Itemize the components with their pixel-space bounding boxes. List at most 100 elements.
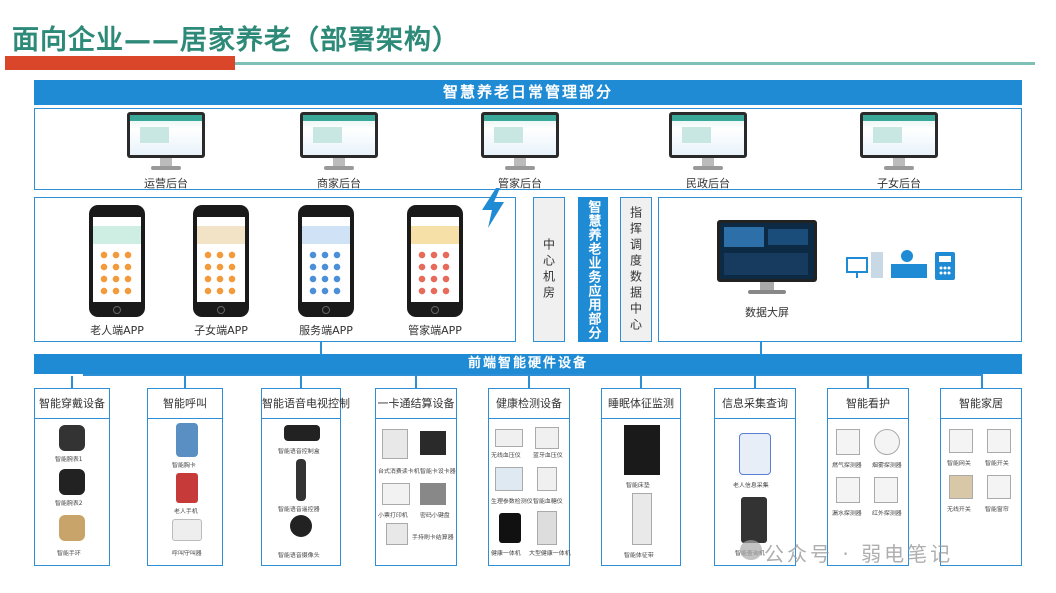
remote-icon (296, 459, 306, 501)
set-top-box-icon (284, 425, 320, 441)
sensor-band-icon (632, 493, 652, 545)
backend-civil-affairs: 民政后台 (665, 112, 755, 190)
category-sleep: 睡眠体征监测 智能床垫 智能体征带 (601, 388, 681, 566)
lightning-icon (482, 188, 504, 228)
phone-icon (176, 473, 198, 503)
category-info-query: 信息采集查询 老人信息采集 智能查询机 (714, 388, 796, 566)
dashboard-panel (658, 197, 1022, 342)
category-voice-tv: 智能语音电视控制 智能语音控制盒 智能语音遥控器 智能语音摄像头 (261, 388, 350, 566)
backend-children: 子女后台 (856, 112, 946, 190)
command-center: 指挥调度数据中心 (620, 197, 652, 342)
management-header-bar: 智慧养老日常管理部分 (34, 80, 1022, 105)
category-title: 一卡通结算设备 (376, 389, 456, 419)
app-label-steward: 管家端APP (408, 324, 462, 337)
bp-meter-icon (535, 427, 559, 449)
card-writer-icon (420, 431, 446, 455)
monitor-icon (300, 112, 378, 158)
category-title: 智能语音电视控制 (262, 389, 350, 419)
backend-label: 管家后台 (498, 177, 542, 190)
phone-children (193, 205, 249, 317)
connector-line (981, 376, 983, 388)
kiosk-icon (499, 513, 521, 543)
monitor-icon (669, 112, 747, 158)
category-smart-call: 智能呼叫 智能胸卡 老人手机 呼叫守叫器 (147, 388, 223, 566)
badge-icon (176, 423, 198, 457)
infrared-detector-icon (874, 477, 898, 503)
connector-line (71, 376, 73, 388)
category-smart-care: 智能看护 燃气探测器 烟雾探测器 漏水探测器 红外探测器 (827, 388, 909, 566)
watch-icon (59, 425, 85, 451)
monitor-icon (481, 112, 559, 158)
category-title: 健康检测设备 (489, 389, 569, 419)
monitor-device-icon (495, 467, 523, 491)
backend-label: 运营后台 (144, 177, 188, 190)
handheld-icon (386, 523, 408, 545)
collector-icon (739, 433, 771, 475)
watch-icon (59, 469, 85, 495)
glucose-meter-icon (537, 467, 557, 491)
backend-merchant: 商家后台 (296, 112, 386, 190)
title-accent-bar (5, 56, 235, 70)
category-wearables: 智能穿戴设备 智能腕表1 智能腕表2 智能手环 (34, 388, 110, 566)
app-label-elderly: 老人端APP (90, 324, 144, 337)
app-label-children: 子女端APP (194, 324, 248, 337)
connector-line (415, 376, 417, 388)
big-screen-monitor-icon (717, 220, 817, 282)
connector-line (640, 376, 642, 388)
smoke-detector-icon (874, 429, 900, 455)
business-app-column: 智慧养老业务应用部分 (578, 197, 608, 342)
printer-icon (382, 483, 410, 505)
gateway-icon (949, 429, 973, 453)
category-health: 健康检测设备 无线血压仪 蓝牙血压仪 生理参数检测仪 智能血糖仪 健康一体机 大… (488, 388, 571, 566)
connector-line (754, 376, 756, 388)
backend-label: 民政后台 (686, 177, 730, 190)
watermark: 公众号 · 弱电笔记 (764, 542, 954, 566)
category-title: 智能家居 (941, 389, 1021, 419)
category-title: 睡眠体征监测 (602, 389, 680, 419)
water-leak-icon (836, 477, 860, 503)
camera-icon (290, 515, 312, 537)
monitor-icon (127, 112, 205, 158)
kiosk-icon (537, 511, 557, 545)
phone-elderly (89, 205, 145, 317)
backend-label: 子女后台 (877, 177, 921, 190)
big-screen-label: 数据大屏 (745, 306, 789, 319)
mattress-sensor-icon (624, 425, 660, 475)
backend-operations: 运营后台 (123, 112, 213, 190)
bp-meter-icon (495, 429, 523, 447)
category-smart-home: 智能家居 智能网关 智能开关 无线开关 智能窗帘 (940, 388, 1022, 566)
category-title: 智能呼叫 (148, 389, 222, 419)
page-title: 面向企业——居家养老（部署架构） (12, 25, 460, 56)
wireless-switch-icon (949, 475, 973, 499)
query-kiosk-icon (741, 497, 767, 543)
backend-label: 商家后台 (317, 177, 361, 190)
phone-steward (407, 205, 463, 317)
connector-line (300, 376, 302, 388)
title-underline (5, 62, 1035, 65)
band-icon (59, 515, 85, 541)
phone-service (298, 205, 354, 317)
card-reader-icon (382, 429, 408, 459)
connector-line (760, 342, 762, 354)
connector-line (867, 376, 869, 388)
monitor-icon (860, 112, 938, 158)
category-card-settlement: 一卡通结算设备 台式消费读卡机 智能卡设卡器 小票打印机 密码小键盘 手持刷卡结… (375, 388, 457, 566)
backend-steward: 管家后台 (477, 112, 567, 190)
center-room: 中心机房 (533, 197, 565, 342)
connector-line (184, 376, 186, 388)
connector-line (528, 376, 530, 388)
call-device-icon (172, 519, 202, 541)
frontend-hardware-header-bar: 前端智能硬件设备 (34, 354, 1022, 374)
category-title: 智能看护 (828, 389, 908, 419)
app-label-service: 服务端APP (299, 324, 353, 337)
curtain-icon (987, 475, 1011, 499)
connector-bus (83, 374, 983, 376)
keypad-icon (420, 483, 446, 505)
category-title: 智能穿戴设备 (35, 389, 109, 419)
wechat-icon (740, 540, 762, 560)
category-title: 信息采集查询 (715, 389, 795, 419)
office-desk-icon (846, 250, 955, 280)
switch-icon (987, 429, 1011, 453)
connector-line (320, 342, 322, 354)
gas-detector-icon (836, 429, 860, 455)
